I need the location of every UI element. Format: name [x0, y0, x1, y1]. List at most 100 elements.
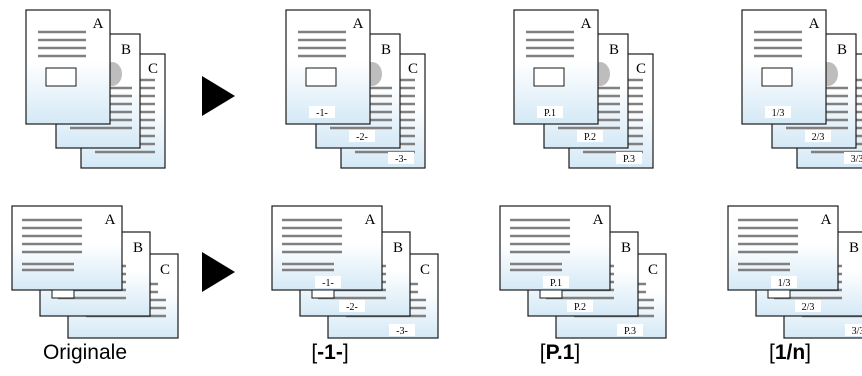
page-number-label: 3/3: [851, 154, 862, 165]
page-number-box: [765, 106, 791, 118]
right-arrow-icon: [202, 76, 235, 116]
page-a: A: [25, 9, 111, 125]
caption-bracket-open: [: [311, 341, 318, 364]
page-number-label: 2/3: [802, 302, 815, 313]
page-a: A -1-: [285, 9, 371, 125]
page-a: A P.1: [513, 9, 599, 125]
page-letter: A: [105, 212, 116, 228]
caption-p-format: [P.1]: [520, 336, 600, 370]
landscape-page-stack: C3/3B2/3A1/3: [727, 205, 862, 339]
page-letter: B: [621, 240, 631, 256]
page-letter: A: [93, 16, 104, 32]
page-number-box: [567, 300, 593, 312]
page-number-label: -2-: [356, 132, 368, 143]
page-letter: A: [593, 212, 604, 228]
page-a: A: [11, 205, 123, 299]
caption-bracket-close: ]: [574, 341, 581, 364]
landscape-page-stack: C P.3 B P.2 A P.1: [499, 205, 667, 339]
page-letter: B: [837, 42, 847, 58]
image-box: [767, 289, 791, 299]
page-sheet: [513, 9, 599, 125]
page-number-box: [339, 300, 365, 312]
page-letter: B: [393, 240, 403, 256]
page-number-label: 2/3: [812, 132, 825, 143]
page-number-label: P.2: [574, 302, 586, 313]
page-sheet: [285, 9, 371, 125]
portrait-page-stack: C P.3 B P.2 A P.1: [513, 9, 654, 169]
caption-bracket-open: [: [539, 341, 546, 364]
portrait-page-stack: C -3- B -2- A -1-: [285, 9, 426, 169]
page-sheet: [25, 9, 111, 125]
page-letter: B: [849, 240, 859, 256]
page-a: A1/3: [727, 205, 839, 299]
page-number-box: [537, 106, 563, 118]
image-box: [311, 289, 335, 299]
page-letter: C: [148, 61, 158, 77]
page-letter: C: [408, 61, 418, 77]
page-number-box: [349, 130, 375, 142]
page-number-label: -3-: [395, 154, 407, 165]
image-box: [305, 67, 337, 87]
caption-p-value: P.1: [545, 341, 575, 364]
page-number-label: 1/3: [772, 108, 785, 119]
page-number-box: [577, 130, 603, 142]
caption-original: Originale: [30, 336, 140, 370]
page-letter: C: [160, 262, 170, 278]
landscape-page-stack: CBA: [11, 205, 179, 339]
page-number-label: -1-: [322, 278, 334, 289]
caption-original-text: Originale: [42, 341, 128, 364]
page-number-label: 3/3: [852, 326, 862, 337]
page-number-label: P.3: [623, 154, 635, 165]
image-box: [761, 67, 793, 87]
page-number-label: -1-: [316, 108, 328, 119]
page-letter: A: [809, 16, 820, 32]
page-sheet: [741, 9, 827, 125]
page-letter: C: [636, 61, 646, 77]
page-number-label: P.3: [624, 326, 636, 337]
page-a: A P.1: [499, 205, 611, 299]
caption-bracket-open: [: [768, 341, 775, 364]
page-letter: B: [121, 42, 131, 58]
page-number-box: [617, 324, 643, 336]
page-number-box: [805, 130, 831, 142]
page-letter: A: [365, 212, 376, 228]
caption-bracket-close: ]: [342, 341, 349, 364]
caption-dash-value: -1-: [317, 341, 343, 364]
page-letter: B: [609, 42, 619, 58]
image-box: [45, 67, 77, 87]
page-letter: A: [821, 212, 832, 228]
page-number-label: P.2: [584, 132, 596, 143]
caption-dash-format: [-1-]: [290, 336, 370, 370]
right-arrow-icon: [202, 252, 235, 292]
page-number-label: -2-: [346, 302, 358, 313]
page-number-box: [388, 152, 414, 164]
page-a: A -1-: [271, 205, 383, 299]
page-number-box: [315, 276, 341, 288]
page-letter: C: [420, 262, 430, 278]
page-a: A 1/3: [741, 9, 827, 125]
page-letter: A: [581, 16, 592, 32]
page-number-box: [543, 276, 569, 288]
page-number-box: [771, 276, 797, 288]
page-number-box: [389, 324, 415, 336]
page-letter: C: [648, 262, 658, 278]
image-box: [51, 289, 75, 299]
page-number-label: -3-: [396, 326, 408, 337]
page-number-box: [795, 300, 821, 312]
page-number-box: [616, 152, 642, 164]
page-number-box: [309, 106, 335, 118]
page-letter: B: [381, 42, 391, 58]
page-number-box: [845, 324, 862, 336]
caption-fraction-value: 1/n: [774, 341, 806, 364]
portrait-page-stack: C B A: [25, 9, 166, 169]
page-number-box: [844, 152, 862, 164]
caption-fraction-format: [1/n]: [750, 336, 830, 370]
page-number-label: P.1: [550, 278, 562, 289]
image-box: [533, 67, 565, 87]
image-box: [539, 289, 563, 299]
page-letter: A: [353, 16, 364, 32]
landscape-page-stack: C -3- B -2- A -1-: [271, 205, 439, 339]
page-number-label: P.1: [544, 108, 556, 119]
portrait-page-stack: C3/3B2/3A1/3: [741, 9, 862, 169]
